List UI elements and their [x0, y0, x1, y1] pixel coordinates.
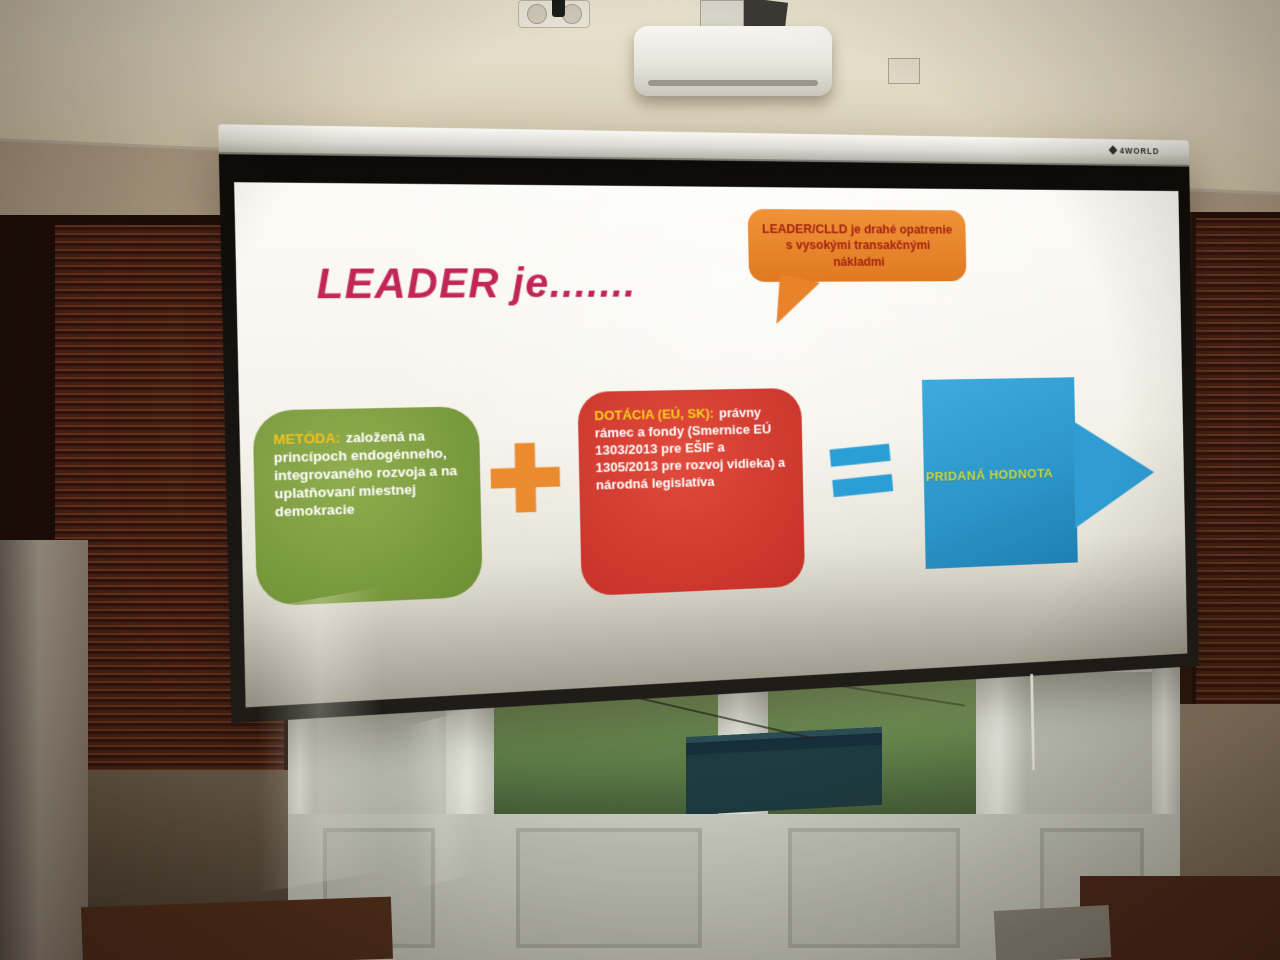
chair-back: [993, 905, 1112, 960]
screen-brand-label: 4WORLD: [1110, 146, 1160, 156]
slide-title: LEADER je.......: [315, 261, 637, 308]
plus-sign: +: [484, 405, 566, 551]
wall-junction-box: [888, 58, 920, 84]
desk: [81, 896, 393, 960]
callout-bubble: LEADER/CLLD je drahé opatrenie s vysokým…: [747, 208, 967, 331]
left-window-jamb: [0, 540, 88, 960]
equals-sign: =: [821, 401, 901, 538]
door-side-wall: [1026, 672, 1152, 822]
grant-box-lead: DOTÁCIA (EÚ, SK):: [594, 405, 715, 424]
projection-screen: 4WORLD LEADER je....... LEADER/CLLD je d…: [218, 124, 1199, 770]
right-window-blinds: [1196, 218, 1280, 704]
socket-icon: [526, 4, 547, 24]
method-box-lead: METÓDA:: [273, 429, 341, 448]
power-plug: [552, 0, 565, 17]
result-arrow-icon: [1073, 419, 1156, 529]
outdoor-bench: [686, 726, 882, 816]
door-panel: [788, 828, 960, 948]
callout-text: LEADER/CLLD je drahé opatrenie s vysokým…: [761, 222, 953, 269]
method-box: METÓDA:založená na princípoch endogénneh…: [252, 406, 483, 607]
screen-black-frame: LEADER je....... LEADER/CLLD je drahé op…: [218, 154, 1199, 724]
grant-box: DOTÁCIA (EÚ, SK):právny rámec a fondy (S…: [577, 387, 806, 597]
ceiling-projector: [634, 26, 832, 96]
presentation-slide: LEADER je....... LEADER/CLLD je drahé op…: [234, 182, 1188, 708]
callout-tail: [770, 273, 820, 331]
door-panel: [516, 828, 702, 948]
